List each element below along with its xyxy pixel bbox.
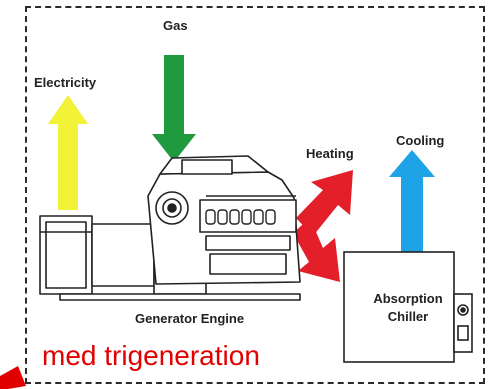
gas-arrow bbox=[152, 55, 196, 162]
caption-text: med trigeneration bbox=[42, 340, 260, 371]
cooling-label: Cooling bbox=[396, 133, 445, 148]
generator-engine bbox=[39, 155, 301, 301]
red-arrow-fragment bbox=[0, 366, 26, 389]
gas-label: Gas bbox=[163, 18, 188, 33]
dashed-frame bbox=[25, 6, 485, 384]
absorption-chiller-label: Absorption Chiller bbox=[362, 290, 454, 326]
heating-arrow-down bbox=[293, 218, 340, 282]
electricity-arrow bbox=[48, 95, 88, 210]
absorption-chiller-label-line1: Absorption bbox=[373, 291, 443, 306]
generator-engine-label: Generator Engine bbox=[135, 311, 245, 326]
cooling-arrow bbox=[389, 150, 435, 252]
absorption-chiller bbox=[343, 251, 473, 363]
heating-label: Heating bbox=[306, 146, 354, 161]
absorption-chiller-label-line2: Chiller bbox=[387, 309, 429, 324]
electricity-label: Electricity bbox=[34, 75, 97, 90]
